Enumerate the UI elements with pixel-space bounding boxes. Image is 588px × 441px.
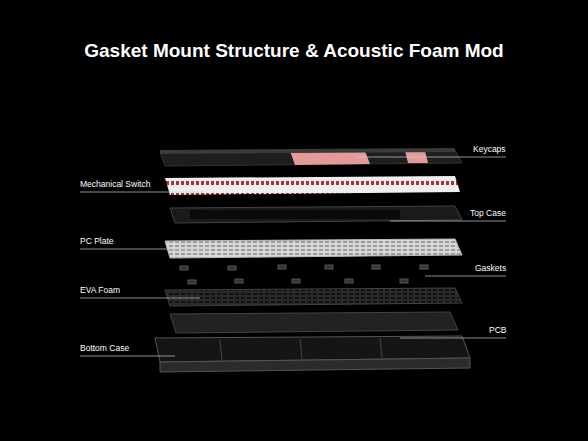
diagram-title: Gasket Mount Structure & Acoustic Foam M…: [0, 40, 588, 62]
part-label: PCB: [489, 325, 506, 335]
top-case-layer: [170, 206, 462, 223]
plate-layer: [165, 239, 462, 258]
switch-layer: [165, 176, 460, 195]
part-label: PC Plate: [80, 236, 114, 246]
part-label: EVA Foam: [80, 285, 120, 295]
part-label: Gaskets: [475, 263, 506, 273]
part-label: Mechanical Switch: [80, 179, 150, 189]
part-label: Bottom Case: [80, 343, 129, 353]
pcb-layer: [170, 312, 458, 333]
foam-layer: [165, 288, 462, 306]
part-label: Top Case: [470, 208, 506, 218]
bottom-case-layer: [155, 336, 470, 372]
gaskets-layer: [180, 265, 428, 284]
leader-lines: [80, 157, 506, 356]
part-label: Keycaps: [473, 144, 506, 154]
